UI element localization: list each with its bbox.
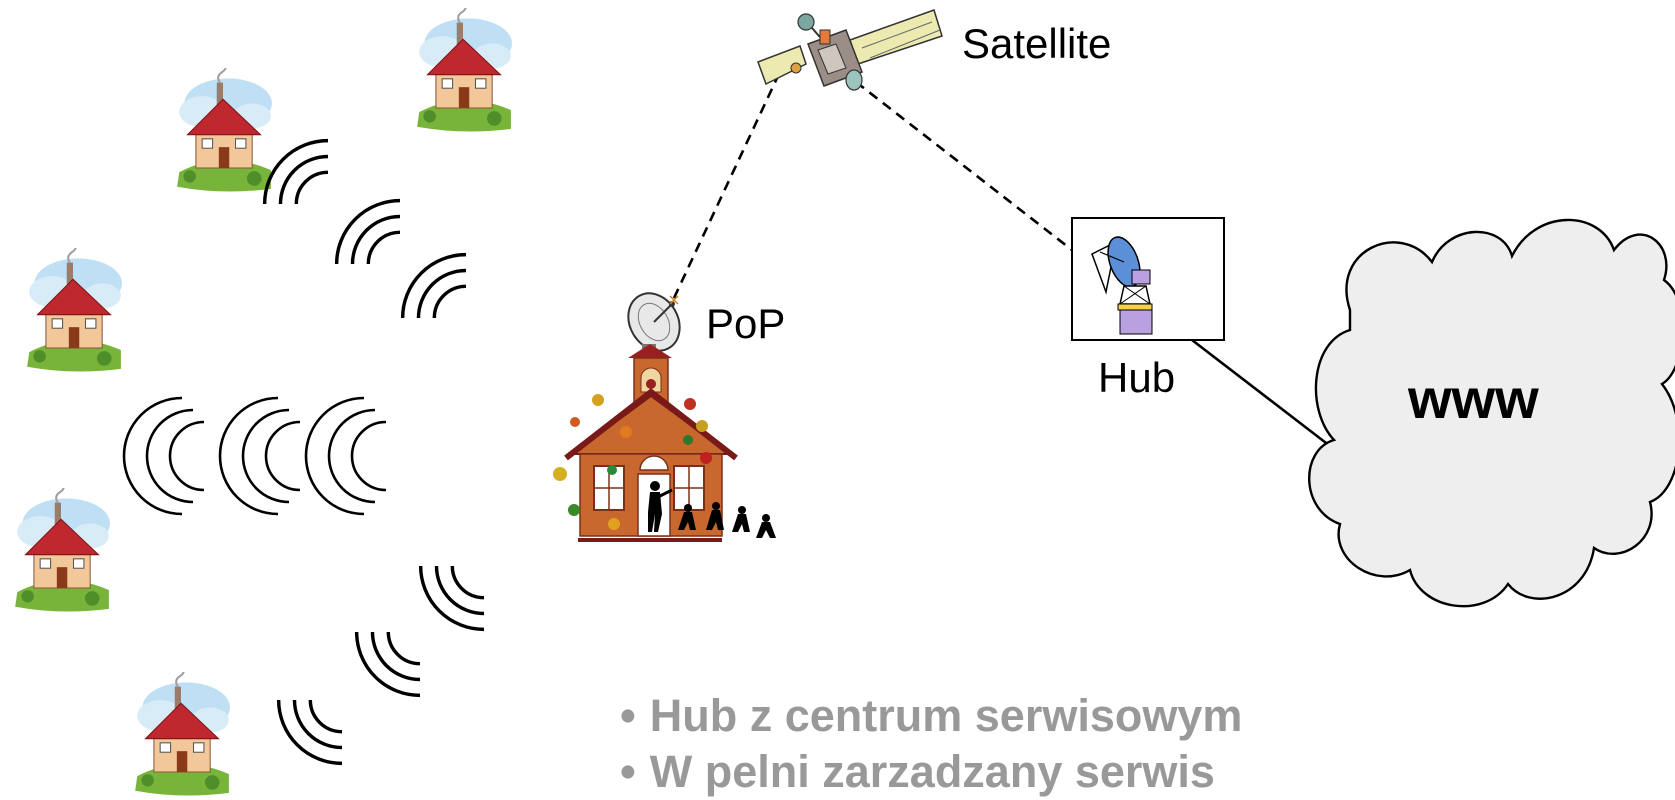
house-icon — [14, 488, 112, 613]
satellite-label: Satellite — [962, 20, 1112, 67]
hub-label: Hub — [1098, 354, 1176, 401]
wireless-signal-icon — [400, 252, 468, 320]
hub-www-link — [1191, 338, 1331, 448]
wireless-signal-icon — [334, 198, 402, 266]
wireless-signal-icon — [418, 564, 486, 632]
hub-antenna-icon — [1091, 236, 1153, 335]
pop-label: PoP — [706, 300, 786, 347]
house-icon — [416, 8, 514, 133]
satellite-icon — [757, 9, 943, 91]
bullet-item: W pelni zarzadzany serwis — [620, 744, 1242, 800]
signal-sparkle — [669, 295, 679, 305]
wireless-signal-icon — [262, 138, 330, 206]
house-icon — [176, 68, 274, 193]
satellite-hub-link — [855, 80, 1073, 252]
bullet-item: Hub z centrum serwisowym — [620, 688, 1243, 744]
wireless-signal-icon — [354, 630, 422, 698]
wireless-signal-icon — [122, 396, 205, 516]
wireless-signal-icon — [218, 396, 301, 516]
wireless-signal-icon — [304, 396, 387, 516]
house-icon — [134, 672, 232, 797]
pop-satellite-link — [672, 75, 780, 299]
wireless-signal-icon — [276, 698, 344, 766]
bullet-list: Hub z centrum serwisowym W pelni zarzadz… — [620, 688, 1243, 800]
cloud-icon — [1308, 218, 1675, 608]
school-building-icon — [553, 344, 776, 542]
house-icon — [26, 248, 124, 373]
www-label: www — [1408, 367, 1539, 430]
